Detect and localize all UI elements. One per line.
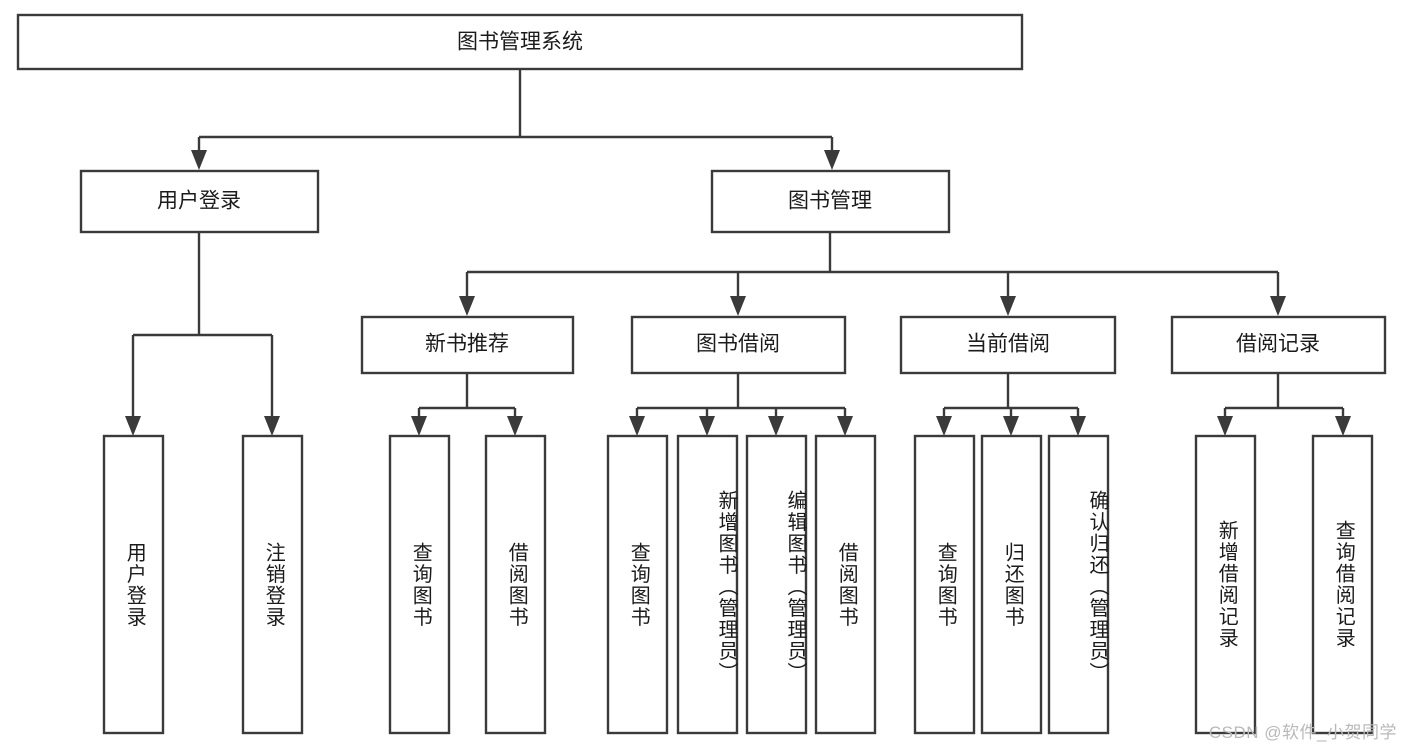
node-user-login-label: 用户登录 xyxy=(157,190,241,213)
arrow-head-icon xyxy=(824,150,840,170)
node-book-borrow[interactable]: 图书借阅 xyxy=(630,315,847,375)
arrow-head-icon xyxy=(1000,296,1016,316)
node-book-borrow-label: 图书借阅 xyxy=(696,333,780,356)
leaf-box-return-book[interactable] xyxy=(980,434,1043,735)
leaf-box-user-login[interactable] xyxy=(102,434,165,735)
arrow-head-icon xyxy=(1003,416,1019,436)
node-new-book-recommend[interactable]: 新书推荐 xyxy=(360,315,575,375)
leaf-box-borrow-book-recommend[interactable] xyxy=(484,434,547,735)
leaf-box-edit-book-admin[interactable] xyxy=(745,434,808,735)
leaf-box-confirm-return-admin[interactable] xyxy=(1047,434,1110,735)
node-root[interactable]: 图书管理系统 xyxy=(16,13,1024,71)
connector-current-borrow-to-leaves xyxy=(936,373,1086,436)
node-current-borrow-box xyxy=(899,315,1117,375)
connector-user-login-to-leaves xyxy=(125,232,280,436)
node-current-borrow-label: 当前借阅 xyxy=(966,333,1050,356)
node-user-login-box xyxy=(79,169,320,234)
node-book-management-label: 图书管理 xyxy=(788,190,872,213)
arrow-head-icon xyxy=(699,416,715,436)
connector-root-to-level2 xyxy=(191,69,840,170)
arrow-head-icon xyxy=(1335,416,1351,436)
node-borrow-record[interactable]: 借阅记录 xyxy=(1170,315,1387,375)
arrow-head-icon xyxy=(459,296,475,316)
arrow-head-icon xyxy=(1070,416,1086,436)
arrow-head-icon xyxy=(507,416,523,436)
leaf-box-add-book-admin[interactable] xyxy=(676,434,739,735)
csdn-watermark: CSDN @软件_小贺同学 xyxy=(1208,723,1397,742)
leaf-box-query-book-borrow[interactable] xyxy=(606,434,669,735)
arrow-head-icon xyxy=(1217,416,1233,436)
arrow-head-icon xyxy=(191,150,207,170)
node-user-login[interactable]: 用户登录 xyxy=(79,169,320,234)
arrow-head-icon xyxy=(125,416,141,436)
leaf-box-query-book-recommend[interactable] xyxy=(388,434,451,735)
leaf-box-add-borrow-record[interactable] xyxy=(1194,434,1257,735)
connector-book-management-to-level3 xyxy=(459,232,1286,316)
node-borrow-record-label: 借阅记录 xyxy=(1236,333,1320,356)
arrow-head-icon xyxy=(730,296,746,316)
leaf-box-query-book-current[interactable] xyxy=(913,434,976,735)
node-new-book-recommend-box xyxy=(360,315,575,375)
arrow-head-icon xyxy=(411,416,427,436)
arrow-head-icon xyxy=(1270,296,1286,316)
node-book-management[interactable]: 图书管理 xyxy=(710,169,951,234)
arrow-head-icon xyxy=(936,416,952,436)
leaf-box-user-logout[interactable] xyxy=(241,434,304,735)
node-new-book-recommend-label: 新书推荐 xyxy=(425,333,509,356)
arrow-head-icon xyxy=(837,416,853,436)
connector-new-book-recommend-to-leaves xyxy=(411,373,523,436)
node-root-box xyxy=(16,13,1024,71)
leaf-box-query-borrow-record[interactable] xyxy=(1311,434,1374,735)
arrow-head-icon xyxy=(768,416,784,436)
arrow-head-icon xyxy=(264,416,280,436)
connector-book-borrow-to-leaves xyxy=(629,373,853,436)
node-root-label: 图书管理系统 xyxy=(457,31,583,54)
connector-borrow-record-to-leaves xyxy=(1217,373,1351,436)
leaf-box-borrow-book[interactable] xyxy=(814,434,877,735)
arrow-head-icon xyxy=(629,416,645,436)
node-current-borrow[interactable]: 当前借阅 xyxy=(899,315,1117,375)
